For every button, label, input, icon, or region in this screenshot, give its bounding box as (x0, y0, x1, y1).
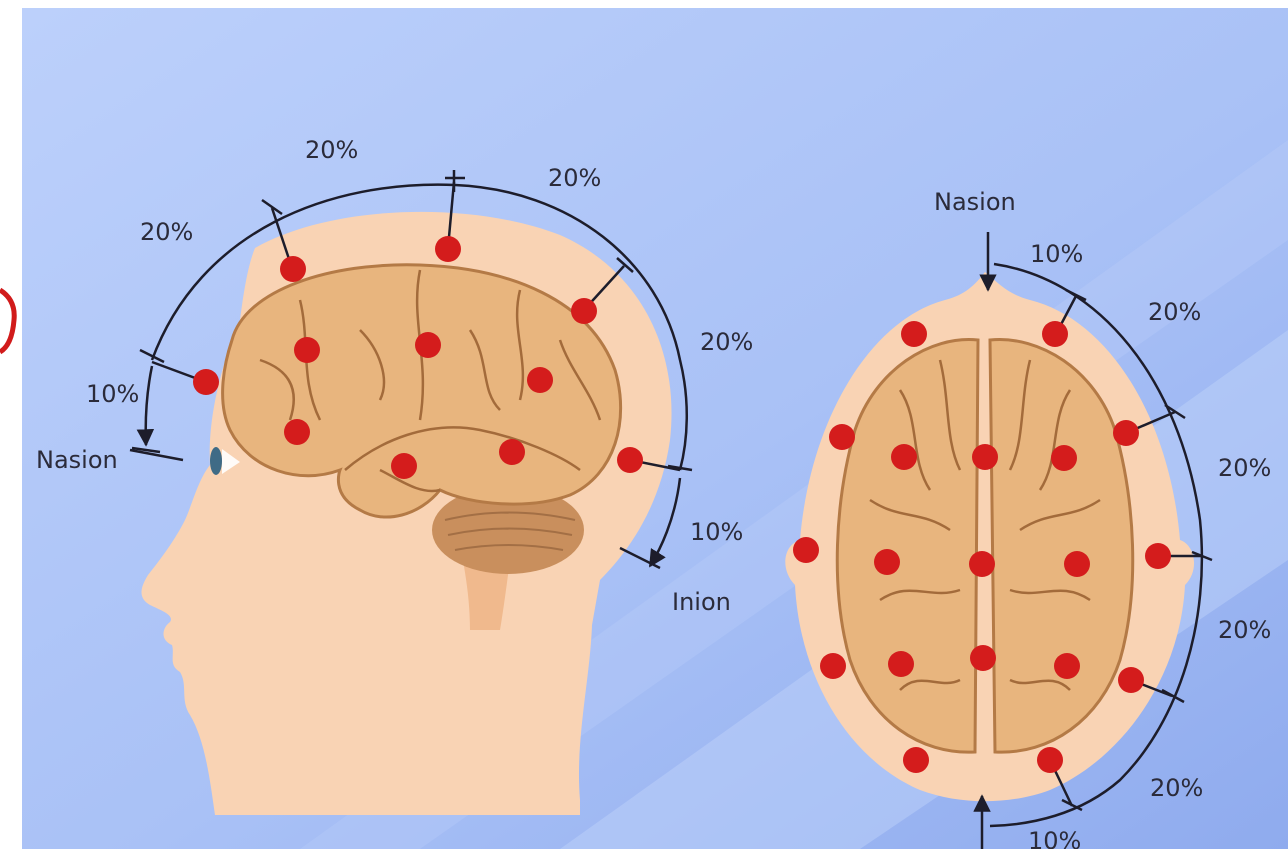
label-top-right-4: 20% (1150, 774, 1203, 802)
label-arc-right: 20% (700, 328, 753, 356)
label-top-back-small: 10% (1028, 827, 1081, 849)
electrode (435, 236, 461, 262)
electrode (901, 321, 927, 347)
label-arc-top-left: 20% (140, 218, 193, 246)
electrode (1042, 321, 1068, 347)
electrode (193, 369, 219, 395)
label-top-front-small: 10% (1030, 240, 1083, 268)
electrode (1145, 543, 1171, 569)
label-top-right-2: 20% (1218, 454, 1271, 482)
electrode (280, 256, 306, 282)
electrode (527, 367, 553, 393)
electrode (1118, 667, 1144, 693)
electrode (874, 549, 900, 575)
electrode (820, 653, 846, 679)
electrode (294, 337, 320, 363)
label-arc-top-right: 20% (548, 164, 601, 192)
label-arc-back-small: 10% (690, 518, 743, 546)
electrode (829, 424, 855, 450)
electrode (391, 453, 417, 479)
electrode (1113, 420, 1139, 446)
electrode (415, 332, 441, 358)
electrode (972, 444, 998, 470)
label-nasion-side: Nasion (36, 446, 118, 474)
electrode (891, 444, 917, 470)
electrode (284, 419, 310, 445)
electrode (1051, 445, 1077, 471)
electrode (499, 439, 525, 465)
eye (210, 447, 222, 475)
electrode (617, 447, 643, 473)
label-nasion-top: Nasion (934, 188, 1016, 216)
electrode (903, 747, 929, 773)
label-top-right-3: 20% (1218, 616, 1271, 644)
label-inion: Inion (672, 588, 731, 616)
electrode (970, 645, 996, 671)
electrode (969, 551, 995, 577)
electrode (571, 298, 597, 324)
electrode (793, 537, 819, 563)
label-top-right-1: 20% (1148, 298, 1201, 326)
label-arc-front-small: 10% (86, 380, 139, 408)
electrode (888, 651, 914, 677)
electrode (1054, 653, 1080, 679)
label-arc-top-center: 20% (305, 136, 358, 164)
electrode (1037, 747, 1063, 773)
electrode (1064, 551, 1090, 577)
